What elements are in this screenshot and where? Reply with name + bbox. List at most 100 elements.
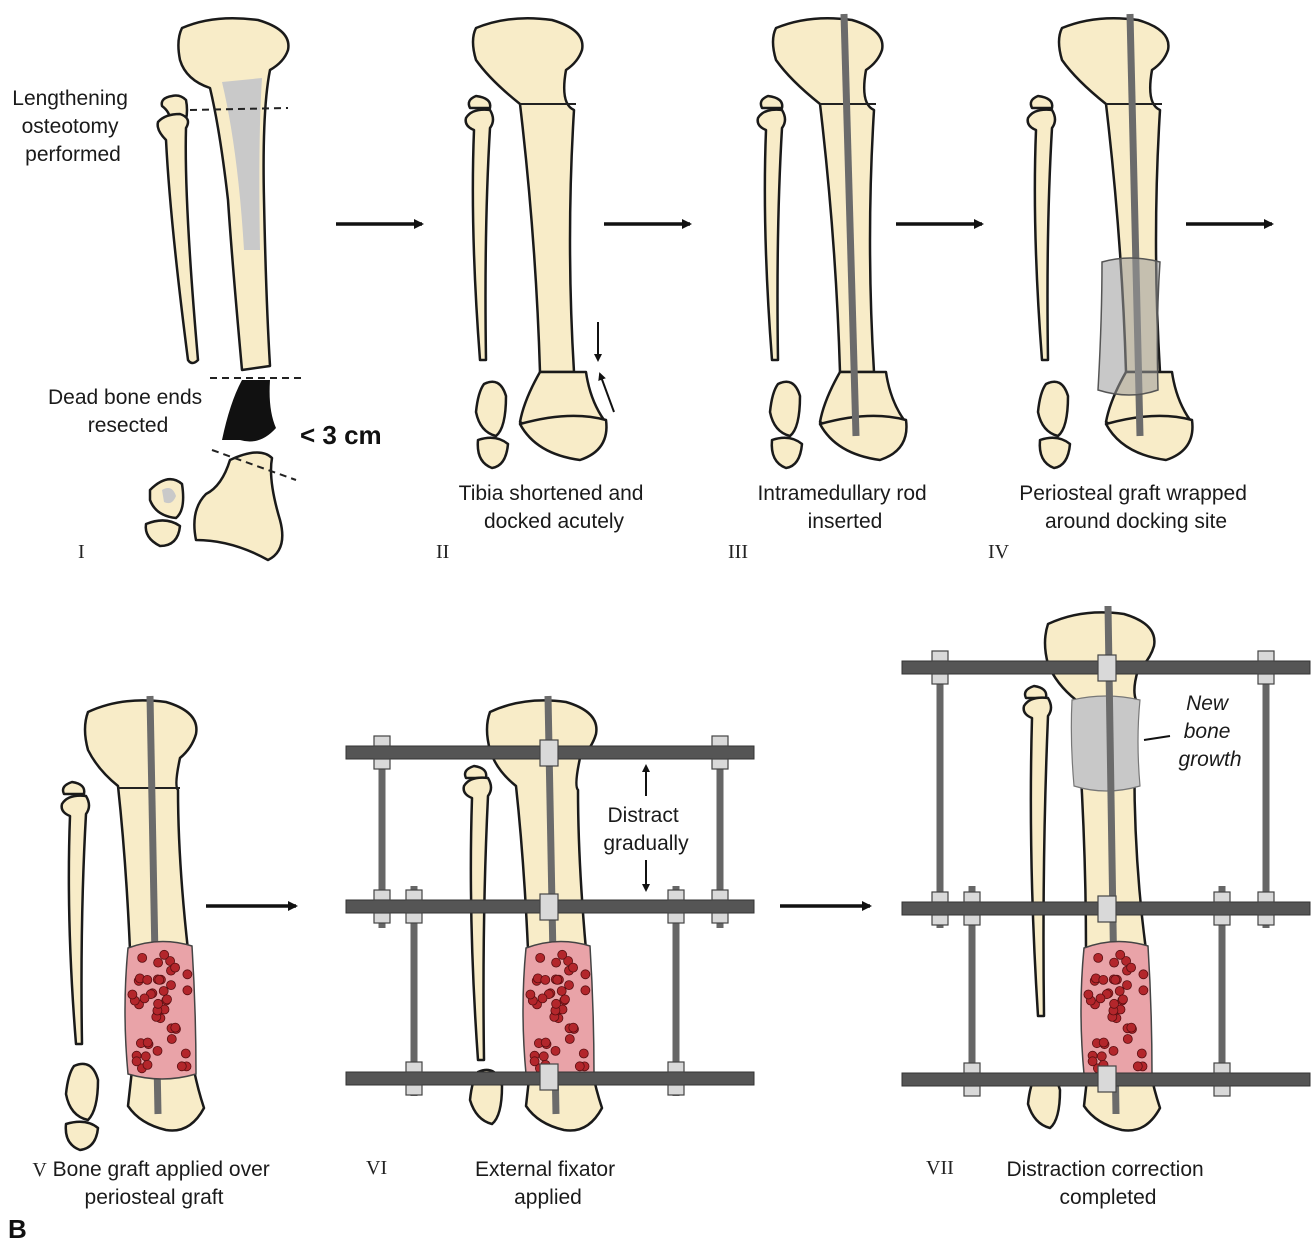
step-7-figure <box>902 606 1310 1131</box>
bone-graft-chip <box>140 994 149 1003</box>
bone-graft-chip <box>1137 1049 1146 1058</box>
bone-graft-chip <box>167 981 176 990</box>
tibia-2 <box>473 18 582 372</box>
fibula-7 <box>1025 686 1046 698</box>
bone-graft-chip <box>143 1060 152 1069</box>
bone-graft-chip <box>181 1049 190 1058</box>
bone-graft-chip <box>581 970 590 979</box>
bone-graft-chip <box>1133 1062 1142 1071</box>
fibula-4 <box>1031 96 1052 108</box>
bone-graft-chip <box>1088 1057 1097 1066</box>
distract-label: Distract gradually <box>603 804 689 855</box>
tibia-3 <box>773 18 882 372</box>
periosteal-graft <box>1098 258 1160 395</box>
bone-graft-chip <box>155 975 164 984</box>
bone-graft-chip <box>530 1057 539 1066</box>
step-6-numeral: VI <box>366 1157 387 1179</box>
bone-graft-chip <box>1111 975 1120 984</box>
bone-graft-chip <box>177 1062 186 1071</box>
bone-graft-chip <box>1099 1038 1108 1047</box>
bone-graft-chip <box>160 950 169 959</box>
bone-graft-chip <box>153 1046 162 1055</box>
calcaneus-3b <box>772 438 802 468</box>
step-3-numeral: III <box>728 541 748 563</box>
step-6-figure <box>346 696 754 1131</box>
talus-3 <box>820 416 906 460</box>
new-bone-pointer <box>1144 736 1170 740</box>
step-6-label: External fixator applied <box>475 1158 621 1209</box>
step-5-numeral: V <box>32 1159 47 1181</box>
bone-graft-chip <box>551 1046 560 1055</box>
bone-graft-chip <box>1096 994 1105 1003</box>
step-5-label: V Bone graft applied over periosteal gra… <box>32 1158 275 1209</box>
new-bone-growth <box>1071 696 1140 791</box>
bone-graft-chip <box>183 986 192 995</box>
bone-graft-chip <box>167 1035 176 1044</box>
bone-graft-chip <box>1139 986 1148 995</box>
bone-graft-chip <box>569 963 578 972</box>
new-bone-label: New bone growth <box>1178 692 1241 771</box>
bone-graft-chip <box>1109 1046 1118 1055</box>
calcaneus-5 <box>66 1064 98 1120</box>
bone-graft-chip <box>143 975 152 984</box>
resected-label: Dead bone ends resected <box>48 386 208 437</box>
bone-graft-chip <box>575 1062 584 1071</box>
bone-graft-chip <box>553 975 562 984</box>
bone-graft-chip <box>138 953 147 962</box>
bone-graft-chip <box>579 1049 588 1058</box>
bone-graft-chip <box>1099 975 1108 984</box>
bone-graft-chip <box>1084 990 1093 999</box>
bone-graft-chip <box>565 981 574 990</box>
bone-graft-chip <box>163 995 172 1004</box>
bone-graft-chip <box>565 1035 574 1044</box>
fibula-6-shaft <box>464 778 491 1060</box>
osteotomy-line <box>190 108 288 110</box>
bone-graft-chip <box>558 950 567 959</box>
dead-bone <box>222 380 276 442</box>
fibula-4-shaft <box>1028 110 1055 360</box>
step-5-figure <box>62 696 204 1150</box>
step-3-label: Intramedullary rod inserted <box>757 482 932 533</box>
bone-graft-chip <box>1094 953 1103 962</box>
tibia-5 <box>85 700 196 950</box>
calcaneus-4b <box>1040 438 1070 468</box>
fibula-3 <box>761 96 782 108</box>
bone-graft-chip <box>183 970 192 979</box>
bone-graft-chip <box>552 999 561 1008</box>
fibula-2 <box>469 96 490 108</box>
talus-4 <box>1106 416 1192 460</box>
bone-graft-chip <box>541 1038 550 1047</box>
calcaneus-2 <box>476 382 506 436</box>
bone-graft-chip <box>541 975 550 984</box>
step-3-figure <box>758 14 907 468</box>
fibula-7-shaft <box>1024 698 1051 1016</box>
fibula-2-shaft <box>466 110 493 360</box>
panel-letter: B <box>8 1214 27 1242</box>
bone-graft-chip <box>143 1038 152 1047</box>
fibula-6 <box>465 766 486 778</box>
fibula-5-shaft <box>62 796 89 1044</box>
bone-graft-chip <box>538 994 547 1003</box>
calcaneus-2b <box>478 438 508 468</box>
bone-graft-chip <box>539 1052 548 1061</box>
talus-2 <box>520 416 606 460</box>
bone-graft-chip <box>1139 970 1148 979</box>
bone-graft-chip <box>1119 995 1128 1004</box>
bone-graft-chip <box>526 990 535 999</box>
bone-graft-chip <box>552 958 561 967</box>
bone-graft-chip <box>557 987 566 996</box>
gap-label: < 3 cm <box>300 420 382 450</box>
bone-graft-chip <box>171 1023 180 1032</box>
step-4-numeral: IV <box>988 541 1010 563</box>
bone-graft-chip <box>536 953 545 962</box>
osteotomy-label: Lengthening osteotomy performed <box>12 87 133 166</box>
bone-graft-chip <box>1097 1052 1106 1061</box>
step-4-figure <box>1028 14 1193 468</box>
step-4-label: Periosteal graft wrapped around docking … <box>1019 482 1252 533</box>
bone-graft-chip <box>1115 987 1124 996</box>
step-2-label: Tibia shortened and docked acutely <box>459 482 650 533</box>
step-2-numeral: II <box>436 541 449 563</box>
bone-graft-chip <box>1127 963 1136 972</box>
step-7-numeral: VII <box>926 1157 954 1179</box>
calcaneus-3 <box>770 382 800 436</box>
